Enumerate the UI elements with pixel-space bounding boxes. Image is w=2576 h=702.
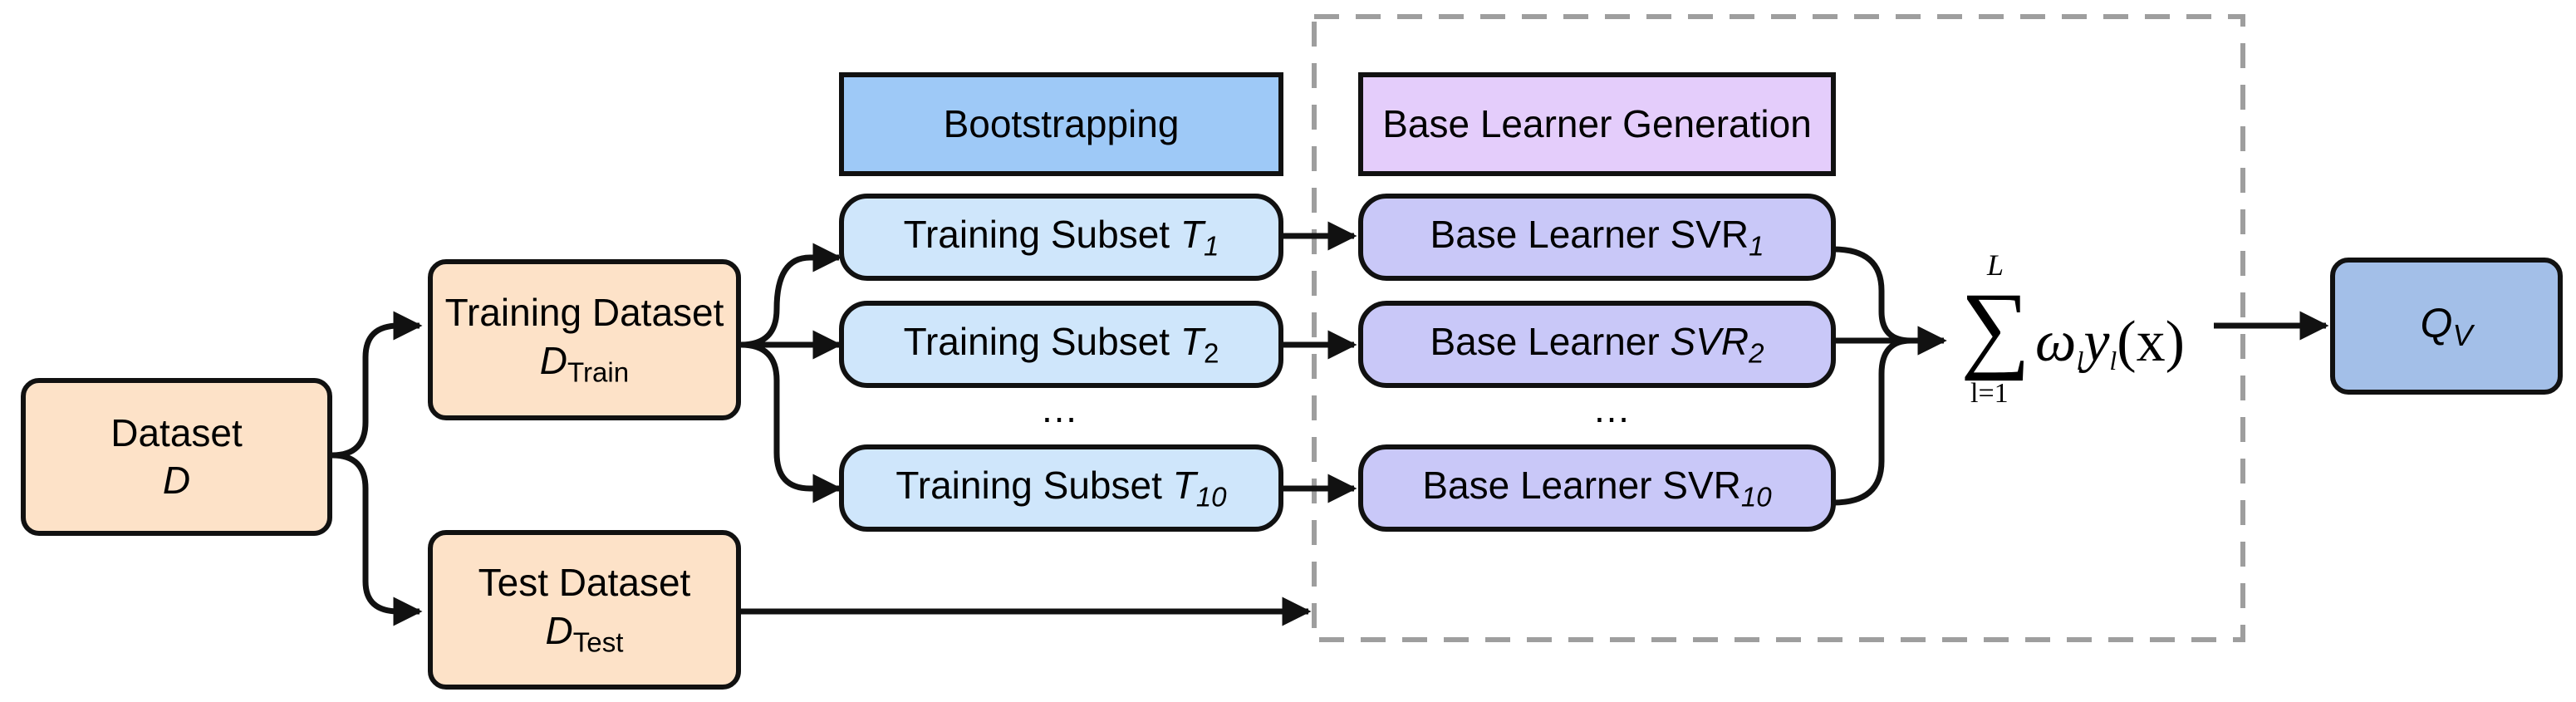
dataset-symbol: D (162, 459, 191, 502)
training-subset-2: Training Subset T2 (839, 301, 1283, 388)
arrow-training-to-subset-1 (740, 243, 842, 348)
arrow-learner-10-to-sum (1833, 326, 1947, 506)
base-learner-2: Base Learner SVR2 (1358, 301, 1836, 388)
learner-ellipsis: … (1592, 387, 1631, 430)
training-subset-1: Training Subset T1 (839, 194, 1283, 281)
arrow-dataset-to-training (331, 311, 423, 459)
test-dataset-label: Test Dataset (478, 561, 691, 605)
test-dataset-node: Test Dataset DTest (428, 530, 741, 690)
arrow-dataset-to-test (331, 452, 423, 626)
training-dataset-symbol: DTrain (539, 338, 630, 389)
ensemble-dashed-frame (1312, 14, 2245, 642)
training-dataset-label: Training Dataset (444, 291, 724, 335)
sum-upper-limit: L (1987, 248, 2004, 282)
training-subset-10: Training Subset T10 (839, 444, 1283, 532)
sum-symbol: ∑ (1960, 272, 2031, 381)
base-learner-1: Base Learner SVR1 (1358, 194, 1836, 281)
dataset-node: Dataset D (21, 378, 332, 536)
output-qv-node: QV (2330, 258, 2563, 395)
bootstrapping-header: Bootstrapping (839, 72, 1283, 176)
sum-lower-limit: l=1 (1970, 378, 2009, 409)
arrow-learner-1-to-sum (1833, 246, 1947, 356)
base-learner-generation-header: Base Learner Generation (1358, 72, 1836, 176)
base-learner-10: Base Learner SVR10 (1358, 444, 1836, 532)
subset-ellipsis: … (1040, 387, 1078, 430)
test-dataset-symbol: DTest (545, 608, 624, 659)
dataset-label: Dataset (110, 410, 243, 454)
training-dataset-node: Training Dataset DTrain (428, 259, 741, 420)
weighted-sum-formula: L ∑ l=1 ωlyl(x) (1952, 233, 2218, 424)
sum-body: ωlyl(x) (2035, 310, 2185, 376)
arrow-training-to-subset-10 (740, 341, 842, 503)
